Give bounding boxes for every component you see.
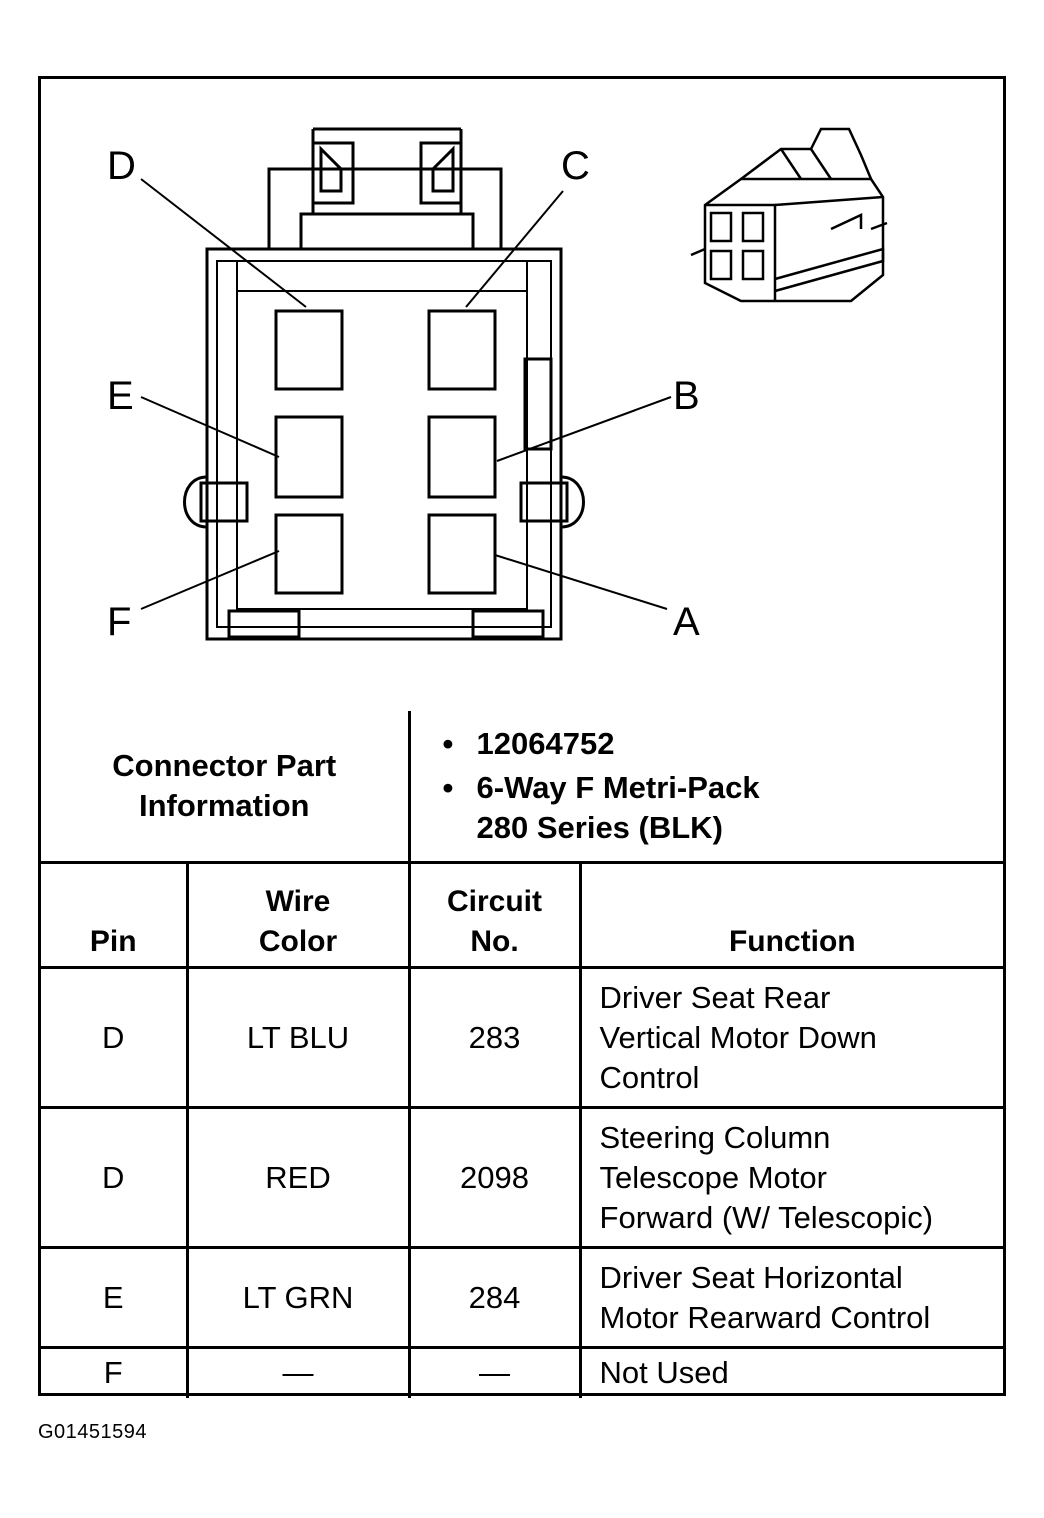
connector-face-svg: D C E B F A xyxy=(107,127,888,644)
table-row: F — — Not Used xyxy=(41,1346,1004,1398)
connector-description: 6-Way F Metri-Pack 280 Series (BLK) xyxy=(443,768,1004,848)
connector-body xyxy=(183,127,585,641)
cavity-b xyxy=(427,415,497,499)
connector-part-label-line2: Information xyxy=(139,788,310,823)
pin-label-a: A xyxy=(673,600,700,644)
part-number: 12064752 xyxy=(443,724,1004,764)
figure-code: G01451594 xyxy=(38,1421,148,1443)
function-cell: Not Used xyxy=(578,1346,1004,1398)
header-pin: Pin xyxy=(41,861,189,969)
cavity-a xyxy=(427,513,497,595)
pin-label-b: B xyxy=(673,374,700,418)
connector-face-diagram: D C E B F A xyxy=(41,79,1003,711)
pin-cell: D xyxy=(41,1106,189,1249)
wire-color-cell: LT GRN xyxy=(185,1246,411,1349)
circuit-cell: 2098 xyxy=(407,1106,582,1249)
pin-label-e: E xyxy=(107,374,134,418)
pin-cell: F xyxy=(41,1346,189,1398)
wire-color-cell: LT BLU xyxy=(185,966,411,1109)
pin-cell: D xyxy=(41,966,189,1109)
connector-info-table: Connector Part Information 12064752 6-Wa… xyxy=(41,711,1004,1398)
wire-color-cell: RED xyxy=(185,1106,411,1249)
leader-lines xyxy=(140,178,672,610)
circuit-cell: — xyxy=(407,1346,582,1398)
circuit-cell: 284 xyxy=(407,1246,582,1349)
header-function: Function xyxy=(578,861,1004,969)
cavity-e xyxy=(274,415,344,499)
connector-part-details: 12064752 6-Way F Metri-Pack 280 Series (… xyxy=(407,711,1004,864)
connector-isometric-drawing xyxy=(690,127,888,303)
cavity-f xyxy=(274,513,344,595)
connector-part-row: Connector Part Information 12064752 6-Wa… xyxy=(41,711,1004,864)
connector-part-label: Connector Part Information xyxy=(41,711,411,864)
cavity-c xyxy=(427,309,497,391)
pin-label-f: F xyxy=(107,600,131,644)
cavity-d xyxy=(274,309,344,391)
wire-color-cell: — xyxy=(185,1346,411,1398)
connector-diagram-frame: D C E B F A Connector Part Information 1… xyxy=(38,76,1006,1398)
pin-letter-labels: D C E B F A xyxy=(107,144,700,644)
circuit-cell: 283 xyxy=(407,966,582,1109)
connector-part-label-line1: Connector Part xyxy=(112,748,337,783)
pin-cell: E xyxy=(41,1246,189,1349)
pin-label-d: D xyxy=(107,144,136,188)
pin-cavities xyxy=(274,309,497,595)
pin-label-c: C xyxy=(561,144,590,188)
